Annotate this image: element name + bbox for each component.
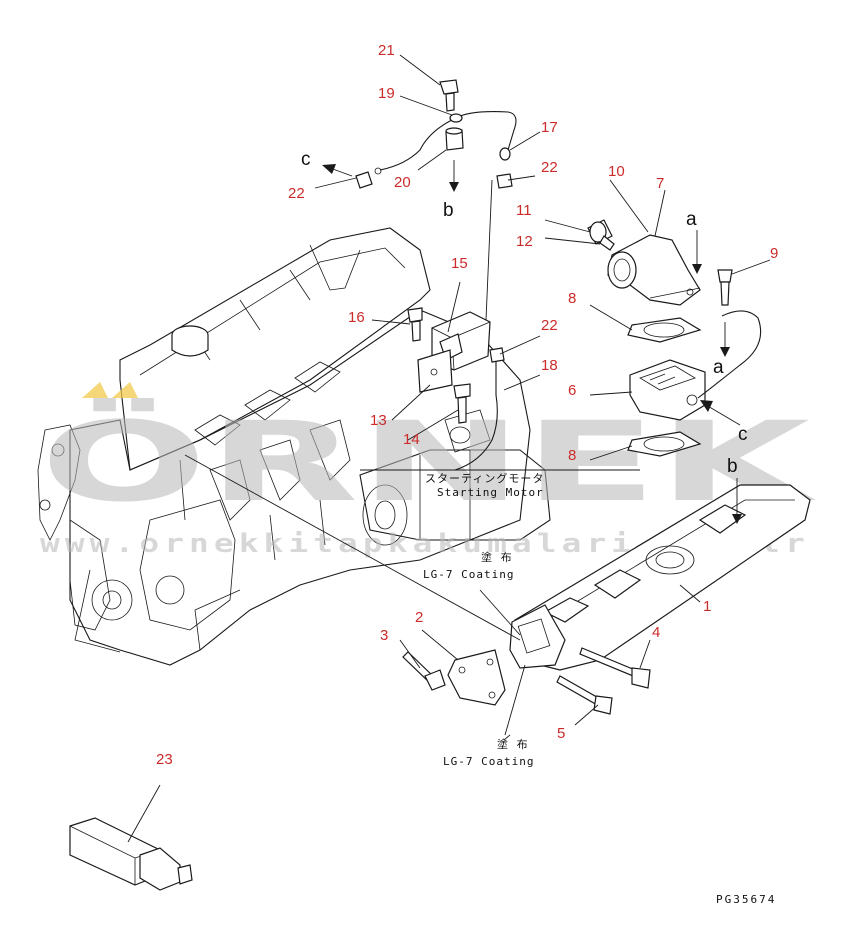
- arrow-b-right: [732, 514, 742, 524]
- callout-6: 6: [568, 382, 576, 399]
- wiring-harness: [379, 111, 762, 471]
- watermark: ÖRNEK www.ornekkitapkakumalari.com.tr: [40, 382, 817, 559]
- bolt-4: [579, 647, 651, 689]
- bolt-3: [402, 651, 446, 691]
- terminal-19: [449, 113, 463, 123]
- callout-22-top-left: 22: [288, 185, 305, 202]
- bolt-5: [556, 675, 613, 715]
- callout-11: 11: [516, 202, 532, 219]
- callout-1: 1: [703, 598, 711, 615]
- callout-7: 7: [656, 175, 664, 192]
- letter-a-right: a: [713, 357, 724, 378]
- drawing-code: PG35674: [716, 893, 776, 906]
- callout-12: 12: [516, 233, 533, 250]
- reference-letters: c b a a c b: [301, 149, 748, 477]
- letter-c-top: c: [301, 149, 311, 170]
- cover-plate: [447, 649, 506, 706]
- notes: スターティングモータ Starting Motor 塗 布 LG-7 Coati…: [423, 471, 776, 906]
- clip-22-top-left: [355, 167, 382, 189]
- terminal-17: [499, 147, 511, 161]
- housing-6: [629, 359, 706, 421]
- callout-23: 23: [156, 751, 173, 768]
- callout-4: 4: [652, 624, 660, 641]
- callout-3: 3: [380, 627, 388, 644]
- bolt-21: [439, 79, 459, 112]
- callout-21: 21: [378, 42, 395, 59]
- bolt-14: [453, 383, 471, 424]
- letter-a-top: a: [686, 209, 697, 230]
- leader-lines: [127, 54, 771, 843]
- callout-8-lower: 8: [568, 447, 576, 464]
- coating-note-2-jp: 塗 布: [497, 737, 529, 751]
- letter-b-right: b: [727, 456, 738, 477]
- callout-20: 20: [394, 174, 411, 191]
- starting-motor-label-jp: スターティングモータ: [425, 471, 544, 485]
- callout-2: 2: [415, 609, 423, 626]
- starting-motor-label-en: Starting Motor: [437, 486, 544, 499]
- gasket-8-upper: [627, 317, 702, 343]
- intake-manifold: [509, 484, 811, 671]
- arrow-a-right: [720, 347, 730, 357]
- watermark-accent-mark: [82, 382, 138, 398]
- callout-8-upper: 8: [568, 290, 576, 307]
- sensor-10-11-12: [587, 219, 615, 251]
- heater-element-23: [69, 817, 193, 891]
- callout-15: 15: [451, 255, 468, 272]
- outlet-elbow-7: [607, 234, 701, 306]
- callout-18: 18: [541, 357, 558, 374]
- letter-b-top: b: [443, 200, 454, 221]
- arrow-b-top: [449, 182, 459, 192]
- bolt-9: [717, 269, 733, 306]
- callout-numbers: 21 19 17 22 20 22 10 7 11 12 9 15 8 16 2…: [156, 42, 778, 768]
- callout-17: 17: [541, 119, 558, 136]
- callout-13: 13: [370, 412, 387, 429]
- gasket-8-lower: [627, 431, 702, 457]
- callout-19: 19: [378, 85, 395, 102]
- callout-5: 5: [557, 725, 565, 742]
- watermark-brand: ÖRNEK: [40, 397, 817, 526]
- arrow-c-right: [700, 400, 713, 412]
- callout-22-top-right: 22: [541, 159, 558, 176]
- bracket-13: [417, 349, 453, 393]
- clip-22-middle: [489, 347, 505, 363]
- engine-block: [37, 227, 551, 666]
- arrow-c-top: [322, 164, 336, 174]
- letter-c-right: c: [738, 424, 748, 445]
- coating-note-1-en: LG-7 Coating: [423, 568, 514, 581]
- clip-22-top-right: [496, 173, 513, 189]
- callout-16: 16: [348, 309, 365, 326]
- arrow-a-top: [692, 264, 702, 274]
- callout-22-middle: 22: [541, 317, 558, 334]
- callout-9: 9: [770, 245, 778, 262]
- cable-17-to-starter: [485, 179, 493, 321]
- bolt-16: [407, 307, 423, 342]
- callout-14: 14: [403, 431, 420, 448]
- callout-10: 10: [608, 163, 625, 180]
- coating-note-1-jp: 塗 布: [481, 550, 513, 564]
- spacer-20: [445, 127, 464, 151]
- direction-arrows: [322, 160, 742, 524]
- coating-note-2-en: LG-7 Coating: [443, 755, 534, 768]
